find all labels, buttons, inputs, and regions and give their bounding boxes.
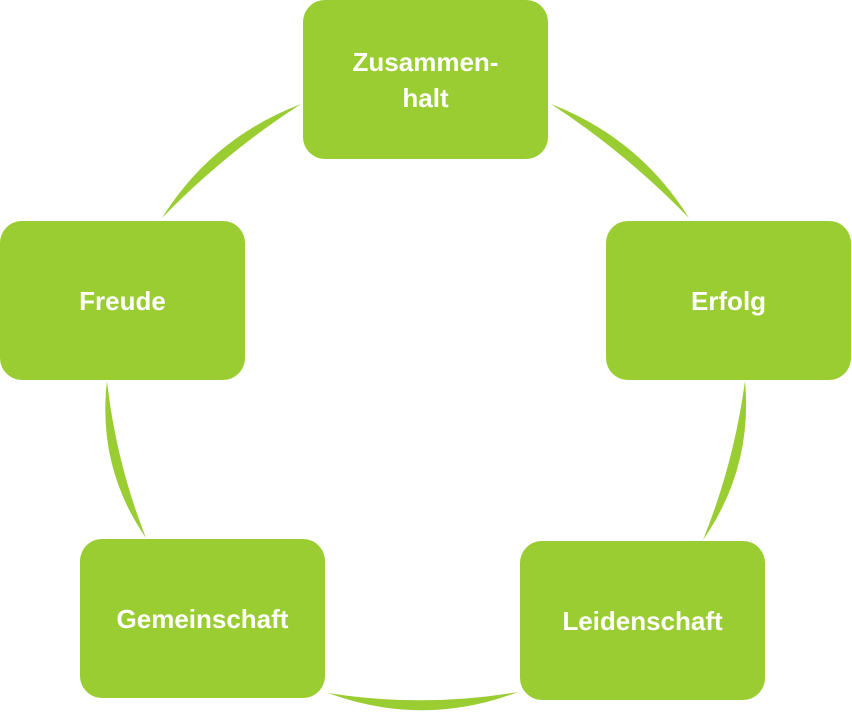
node-freude: Freude — [0, 221, 245, 380]
node-zusammenhalt: Zusammen- halt — [303, 0, 548, 159]
connector-freude-zusammenhalt — [162, 104, 301, 218]
connector-zusammenhalt-erfolg — [551, 104, 689, 218]
node-label: Zusammen- halt — [352, 46, 499, 113]
connector-gemeinschaft-freude — [105, 381, 146, 538]
node-gemeinschaft: Gemeinschaft — [80, 539, 325, 698]
node-leidenschaft: Leidenschaft — [520, 541, 765, 700]
node-label: Leidenschaft — [562, 605, 723, 636]
node-erfolg: Erfolg — [606, 221, 851, 380]
connector-leidenschaft-gemeinschaft — [328, 692, 518, 711]
connector-erfolg-leidenschaft — [703, 381, 747, 540]
node-label: Freude — [79, 285, 166, 316]
node-label: Gemeinschaft — [116, 603, 289, 634]
node-label: Erfolg — [690, 285, 767, 316]
